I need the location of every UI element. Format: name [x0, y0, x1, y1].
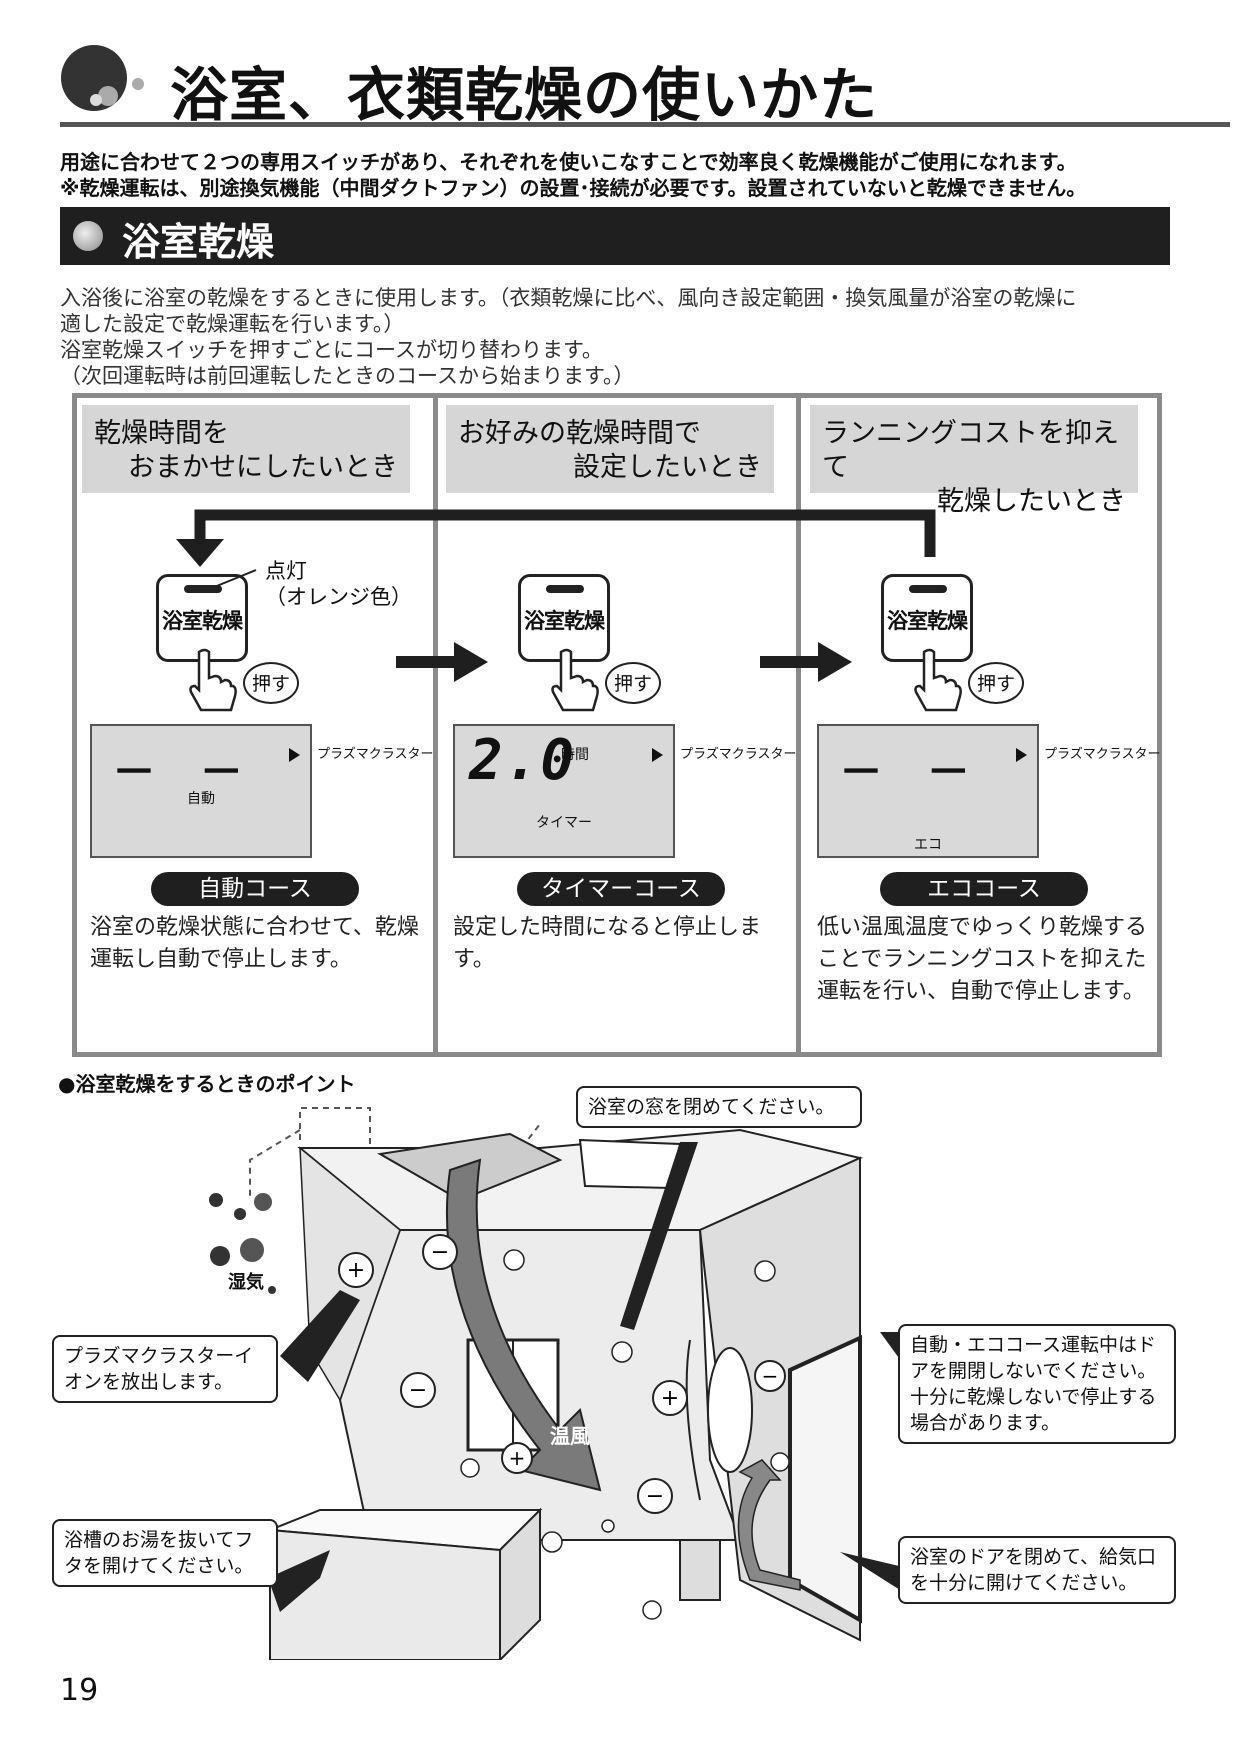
warm-air-label: 温風 [550, 1424, 590, 1448]
cycle-arrow-icon [176, 509, 936, 567]
title-divider [60, 122, 1230, 127]
indicator-lamp-icon [909, 585, 947, 593]
column-heading-auto: 乾燥時間を おまかせにしたいとき [82, 405, 410, 493]
lcd-digits: － － [839, 747, 985, 798]
svg-text:+: + [509, 1446, 526, 1470]
callout-door-vent: 浴室のドアを閉めて、給気口を十分に開けてください。 [898, 1536, 1176, 1604]
button-label: 浴室乾燥 [162, 609, 243, 633]
svg-text:−: − [762, 1364, 779, 1388]
callout-window: 浴室の窓を閉めてください。 [576, 1086, 862, 1128]
svg-text:+: + [661, 1386, 679, 1411]
title-bullet-icon [61, 45, 144, 111]
lcd-mode: タイマー [536, 815, 592, 831]
indicator-lamp-icon [184, 585, 222, 593]
svg-text:+: + [347, 1258, 365, 1283]
lcd-display: 2.0 時間 タイマー [453, 724, 675, 858]
lcd-unit: 時間 [561, 747, 589, 763]
lamp-note-line2: （オレンジ色） [265, 585, 412, 609]
pointing-hand-icon [551, 648, 599, 712]
play-indicator-icon [289, 748, 300, 762]
pointing-hand-icon [189, 648, 237, 712]
svg-text:−: − [646, 1484, 664, 1509]
right-arrow-icon [760, 642, 852, 682]
lcd-mode: エコ [914, 837, 942, 853]
bathroom-illustration: + − − + − − + [209, 1107, 916, 1660]
pointing-hand-icon [914, 648, 962, 712]
course-label-eco: エココース [880, 872, 1088, 906]
column-heading-line1: ランニングコストを抑えて [822, 418, 1119, 483]
svg-text:−: − [409, 1378, 427, 1403]
push-label: 押す [243, 662, 299, 704]
column-heading-line1: 乾燥時間を [94, 418, 229, 449]
bath-dry-button[interactable]: 浴室乾燥 [156, 574, 248, 662]
section-desc-1: 入浴後に浴室の乾燥をするときに使用します。（衣類乾燥に比べ、風向き設定範囲・換気… [60, 286, 1077, 310]
button-label: 浴室乾燥 [887, 609, 968, 633]
course-desc-eco: 低い温風温度でゆっくり乾燥することでランニングコストを抑えた運転を行い、自動で停… [817, 915, 1148, 1004]
lcd-digits: 2.0 [469, 728, 577, 793]
points-heading: ●浴室乾燥をするときのポイント [58, 1072, 356, 1096]
plasma-label: プラズマクラスター [680, 747, 797, 762]
lcd-mode: 自動 [187, 791, 215, 807]
section-bullet-icon [73, 221, 103, 251]
right-arrow-icon [396, 642, 488, 682]
section-desc-4: （次回運転時は前回運転したときのコースから始まります。） [60, 364, 635, 388]
lcd-display: － － 自動 [90, 724, 312, 858]
plasma-label: プラズマクラスター [1044, 747, 1161, 762]
lamp-note-line1: 点灯 [265, 559, 307, 583]
push-label: 押す [605, 662, 661, 704]
course-panel [72, 393, 1162, 1057]
column-heading-line1: お好みの乾燥時間で [458, 418, 701, 449]
intro-line-2: ※乾燥運転は、別途換気機能（中間ダクトファン）の設置･接続が必要です。設置されて… [60, 176, 1087, 200]
callout-tub: 浴槽のお湯を抜いてフタを開けてください。 [52, 1519, 278, 1587]
callout-door-warning: 自動・エココース運転中はドアを開閉しないでください。十分に乾燥しないで停止する場… [898, 1324, 1176, 1444]
section-desc-2: 適した設定で乾燥運転を行います。） [60, 312, 405, 336]
button-label: 浴室乾燥 [524, 609, 605, 633]
course-label-timer: タイマーコース [517, 872, 725, 906]
lcd-digits: － － [112, 747, 258, 798]
course-desc-timer: 設定した時間になると停止します。 [453, 915, 762, 972]
page-number: 19 [60, 1673, 99, 1708]
column-heading-line2: 設定したいとき [573, 452, 762, 483]
bath-dry-button[interactable]: 浴室乾燥 [518, 574, 610, 662]
lcd-display: － － エコ [817, 724, 1039, 858]
indicator-lamp-icon [546, 585, 584, 593]
intro-line-1: 用途に合わせて２つの専用スイッチがあり、それぞれを使いこなすことで効率良く乾燥機… [60, 150, 1077, 174]
push-label: 押す [968, 662, 1024, 704]
column-heading-eco: ランニングコストを抑えて 乾燥したいとき [810, 405, 1138, 517]
column-divider [796, 393, 801, 1057]
section-title: 浴室乾燥 [122, 220, 275, 264]
play-indicator-icon [652, 748, 663, 762]
column-heading-line2: おまかせにしたいとき [128, 452, 398, 483]
section-header-bar [60, 207, 1170, 265]
course-label-auto: 自動コース [151, 872, 359, 906]
plasma-label: プラズマクラスター [317, 747, 434, 762]
column-divider [433, 393, 438, 1057]
column-heading-line2: 乾燥したいとき [937, 486, 1126, 517]
play-indicator-icon [1016, 748, 1027, 762]
svg-text:−: − [431, 1240, 449, 1265]
lamp-note: 点灯 （オレンジ色） [265, 558, 412, 610]
course-desc-auto: 浴室の乾燥状態に合わせて、乾燥運転し自動で停止します。 [90, 915, 419, 972]
lamp-leader-line [201, 569, 257, 593]
humidity-label: 湿気 [228, 1272, 264, 1293]
callout-plasma-ion: プラズマクラスターイオンを放出します。 [52, 1335, 278, 1403]
column-heading-timer: お好みの乾燥時間で 設定したいとき [446, 405, 774, 493]
section-desc-3: 浴室乾燥スイッチを押すごとにコースが切り替わります。 [60, 338, 603, 362]
page-title: 浴室、衣類乾燥の使いかた [170, 61, 879, 129]
